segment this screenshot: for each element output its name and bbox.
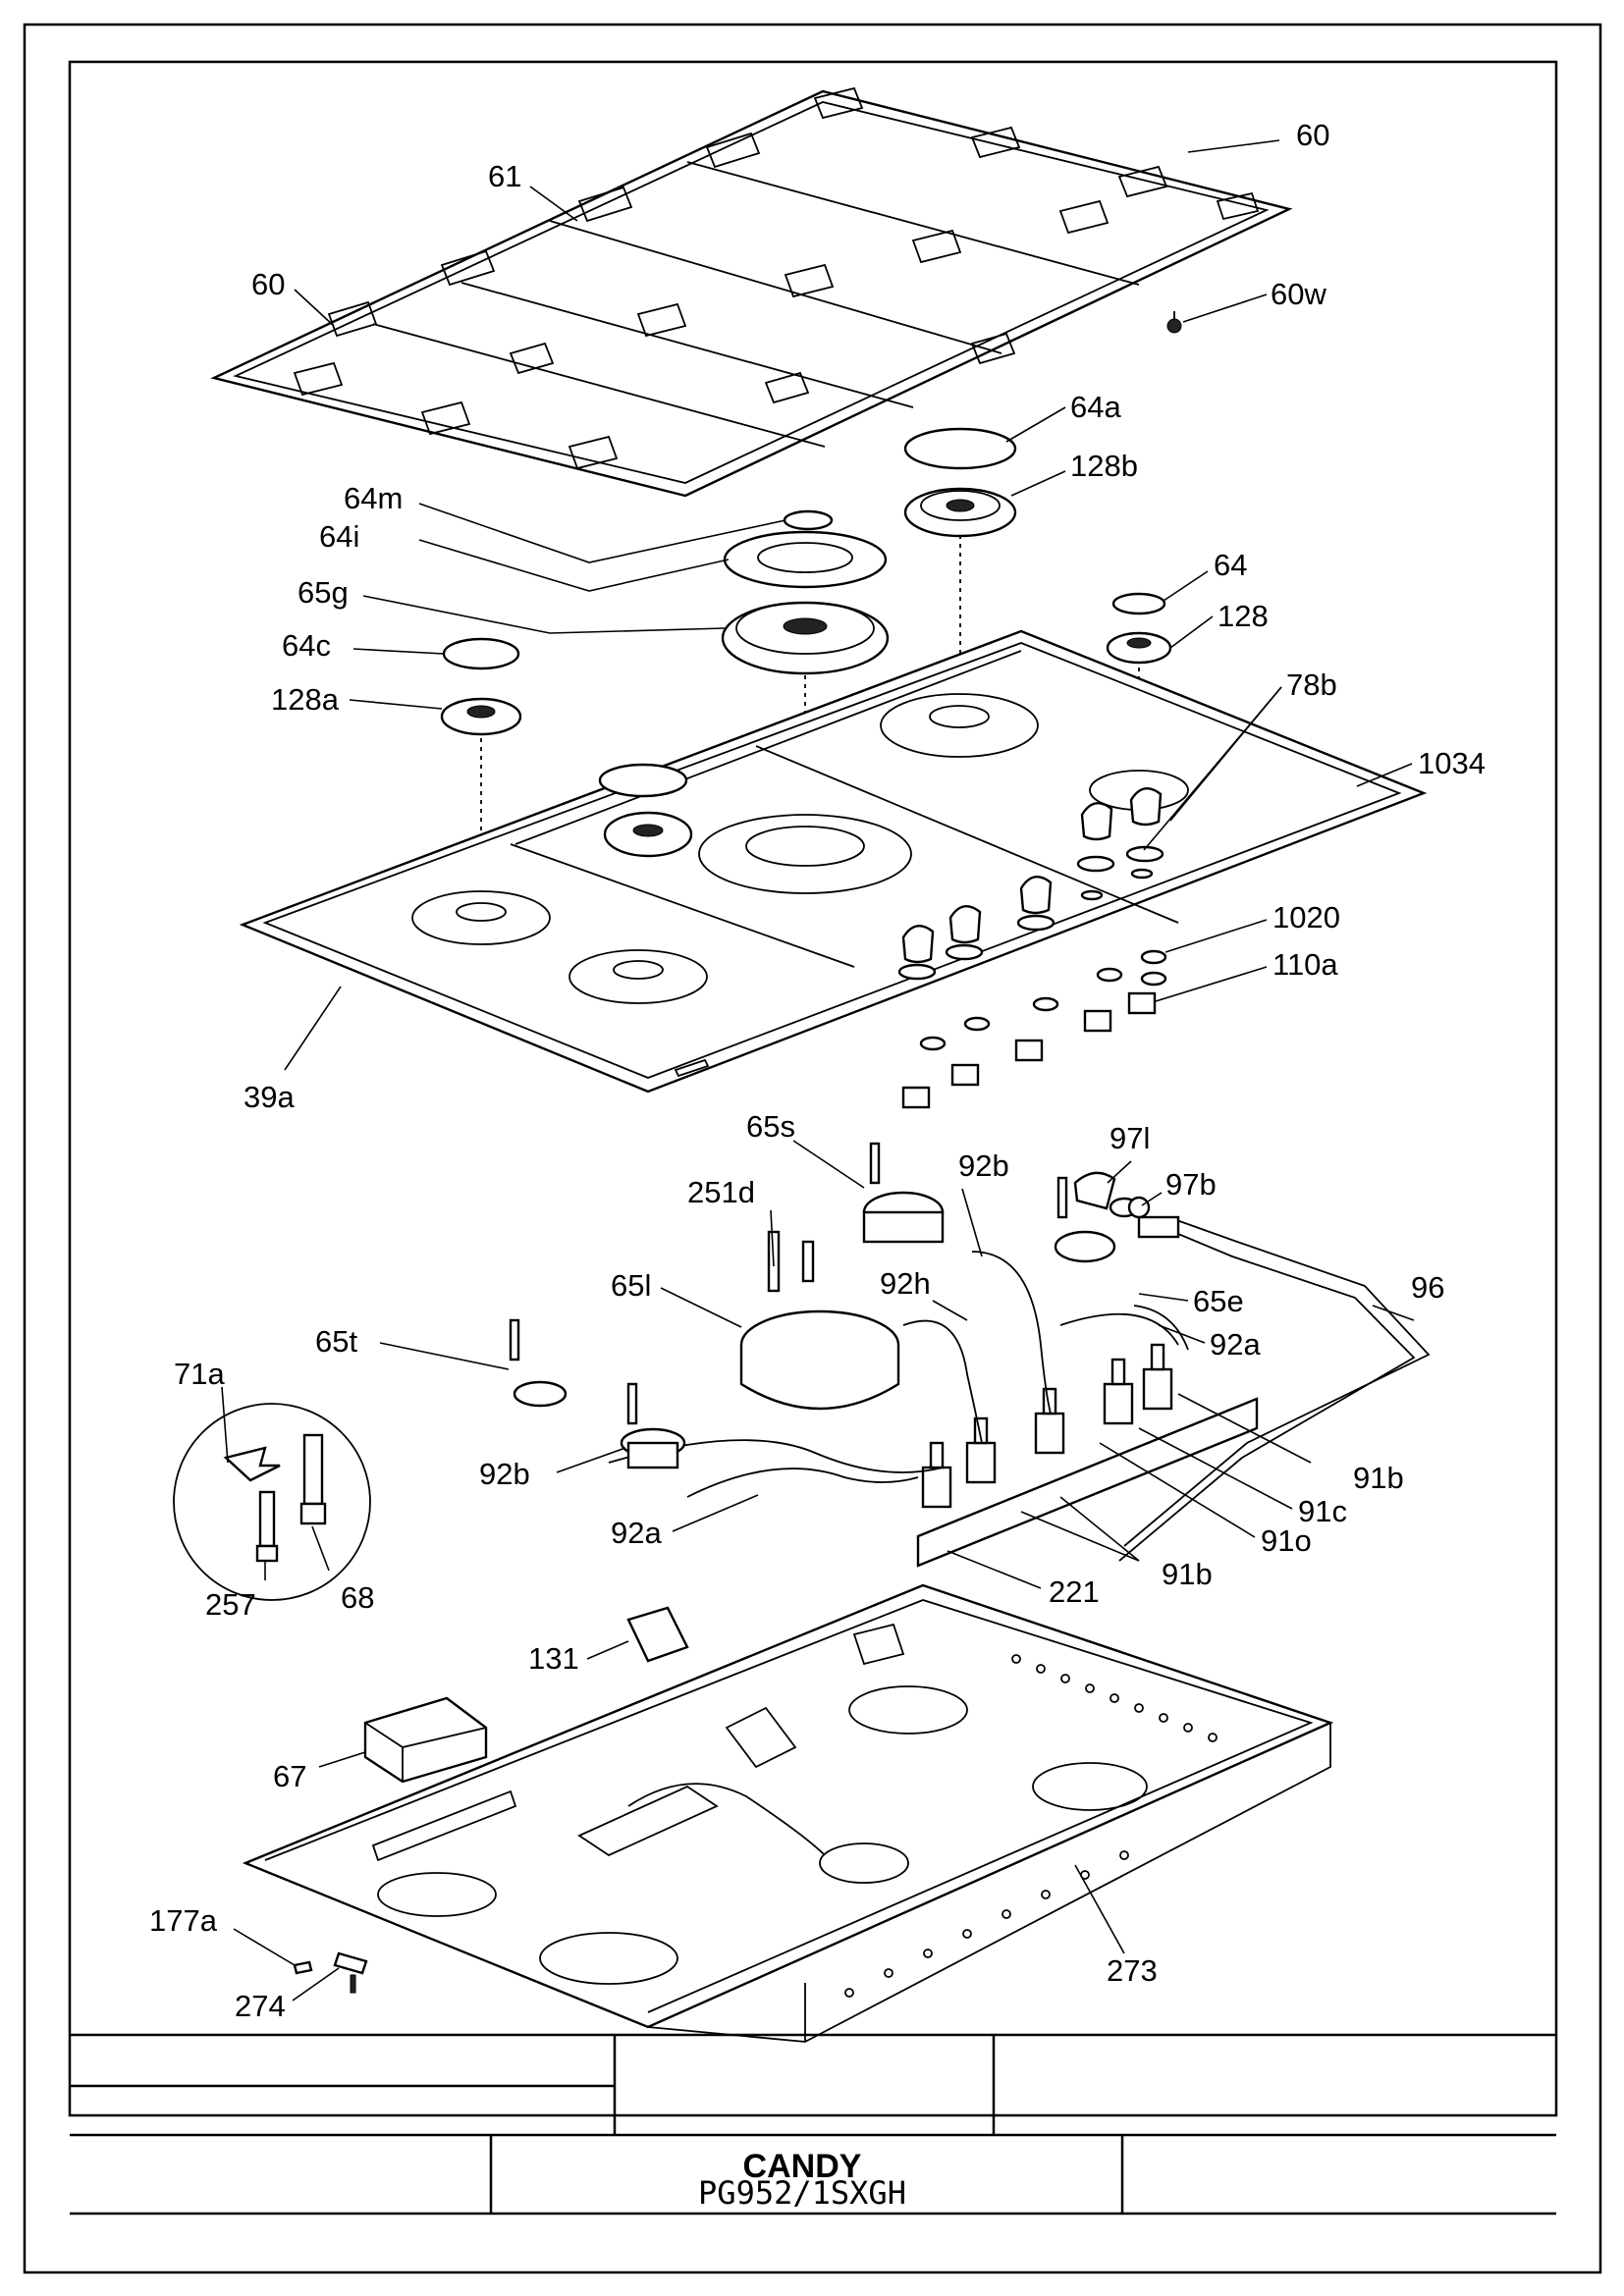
label-92b-left: 92b bbox=[479, 1457, 530, 1491]
label-1034: 1034 bbox=[1418, 746, 1486, 780]
label-128a: 128a bbox=[271, 682, 340, 717]
label-128: 128 bbox=[1218, 599, 1269, 633]
label-71a: 71a bbox=[174, 1357, 225, 1391]
label-257: 257 bbox=[205, 1587, 256, 1622]
inner-border bbox=[68, 60, 1558, 2117]
title-block: CANDY PG952/1SXGH bbox=[70, 2033, 1556, 2216]
label-92a-right: 92a bbox=[1210, 1327, 1261, 1362]
label-91b-bottom: 91b bbox=[1162, 1557, 1213, 1591]
label-273: 273 bbox=[1107, 1953, 1158, 1988]
label-64a: 64a bbox=[1070, 390, 1121, 424]
leader-lines bbox=[221, 139, 1415, 2002]
spark-generator-and-connector bbox=[363, 1606, 689, 1784]
label-221: 221 bbox=[1049, 1575, 1100, 1609]
part-labels: 60 61 60 60w 64a 128b 64m 64i 64 65g 128… bbox=[149, 118, 1486, 2023]
label-64c: 64c bbox=[282, 628, 331, 663]
model-number: PG952/1SXGH bbox=[698, 2174, 906, 2212]
label-65g: 65g bbox=[298, 575, 349, 610]
label-91o: 91o bbox=[1261, 1523, 1312, 1558]
label-128b: 128b bbox=[1070, 449, 1138, 483]
label-65t: 65t bbox=[315, 1324, 357, 1359]
label-110a: 110a bbox=[1272, 947, 1338, 982]
label-64m: 64m bbox=[344, 481, 403, 515]
label-60-top-right: 60 bbox=[1296, 118, 1329, 152]
label-131: 131 bbox=[528, 1641, 579, 1676]
label-67: 67 bbox=[273, 1759, 306, 1793]
label-61: 61 bbox=[488, 159, 521, 193]
label-64i: 64i bbox=[319, 519, 359, 554]
burner-parts bbox=[440, 427, 1172, 967]
label-65s: 65s bbox=[746, 1109, 795, 1144]
label-251d: 251d bbox=[687, 1175, 755, 1209]
detail-inset bbox=[173, 1403, 371, 1601]
base-tray bbox=[242, 1583, 1334, 2043]
label-96: 96 bbox=[1411, 1270, 1444, 1305]
label-65l: 65l bbox=[611, 1268, 651, 1303]
clips-and-microswitches bbox=[901, 949, 1167, 1109]
label-97b: 97b bbox=[1165, 1167, 1217, 1201]
label-91c: 91c bbox=[1298, 1494, 1347, 1528]
label-64: 64 bbox=[1214, 548, 1247, 582]
label-91b-top: 91b bbox=[1353, 1461, 1404, 1495]
outer-border bbox=[23, 23, 1602, 2274]
label-39a: 39a bbox=[244, 1080, 295, 1114]
label-78b: 78b bbox=[1286, 667, 1337, 702]
label-92a-left: 92a bbox=[611, 1516, 662, 1550]
label-60w: 60w bbox=[1271, 277, 1326, 311]
label-274: 274 bbox=[235, 1989, 286, 2023]
label-97l: 97l bbox=[1110, 1121, 1150, 1155]
label-68: 68 bbox=[341, 1580, 374, 1615]
label-92h: 92h bbox=[880, 1266, 931, 1301]
gas-assembly bbox=[509, 1142, 1431, 1568]
pan-supports bbox=[210, 86, 1293, 498]
label-177a: 177a bbox=[149, 1903, 218, 1938]
label-65e: 65e bbox=[1193, 1284, 1244, 1318]
label-60-left: 60 bbox=[251, 267, 285, 301]
label-1020: 1020 bbox=[1272, 900, 1340, 934]
worktop bbox=[239, 629, 1428, 1094]
brand-name: CANDY bbox=[743, 2148, 862, 2185]
label-92b-top: 92b bbox=[958, 1148, 1009, 1183]
